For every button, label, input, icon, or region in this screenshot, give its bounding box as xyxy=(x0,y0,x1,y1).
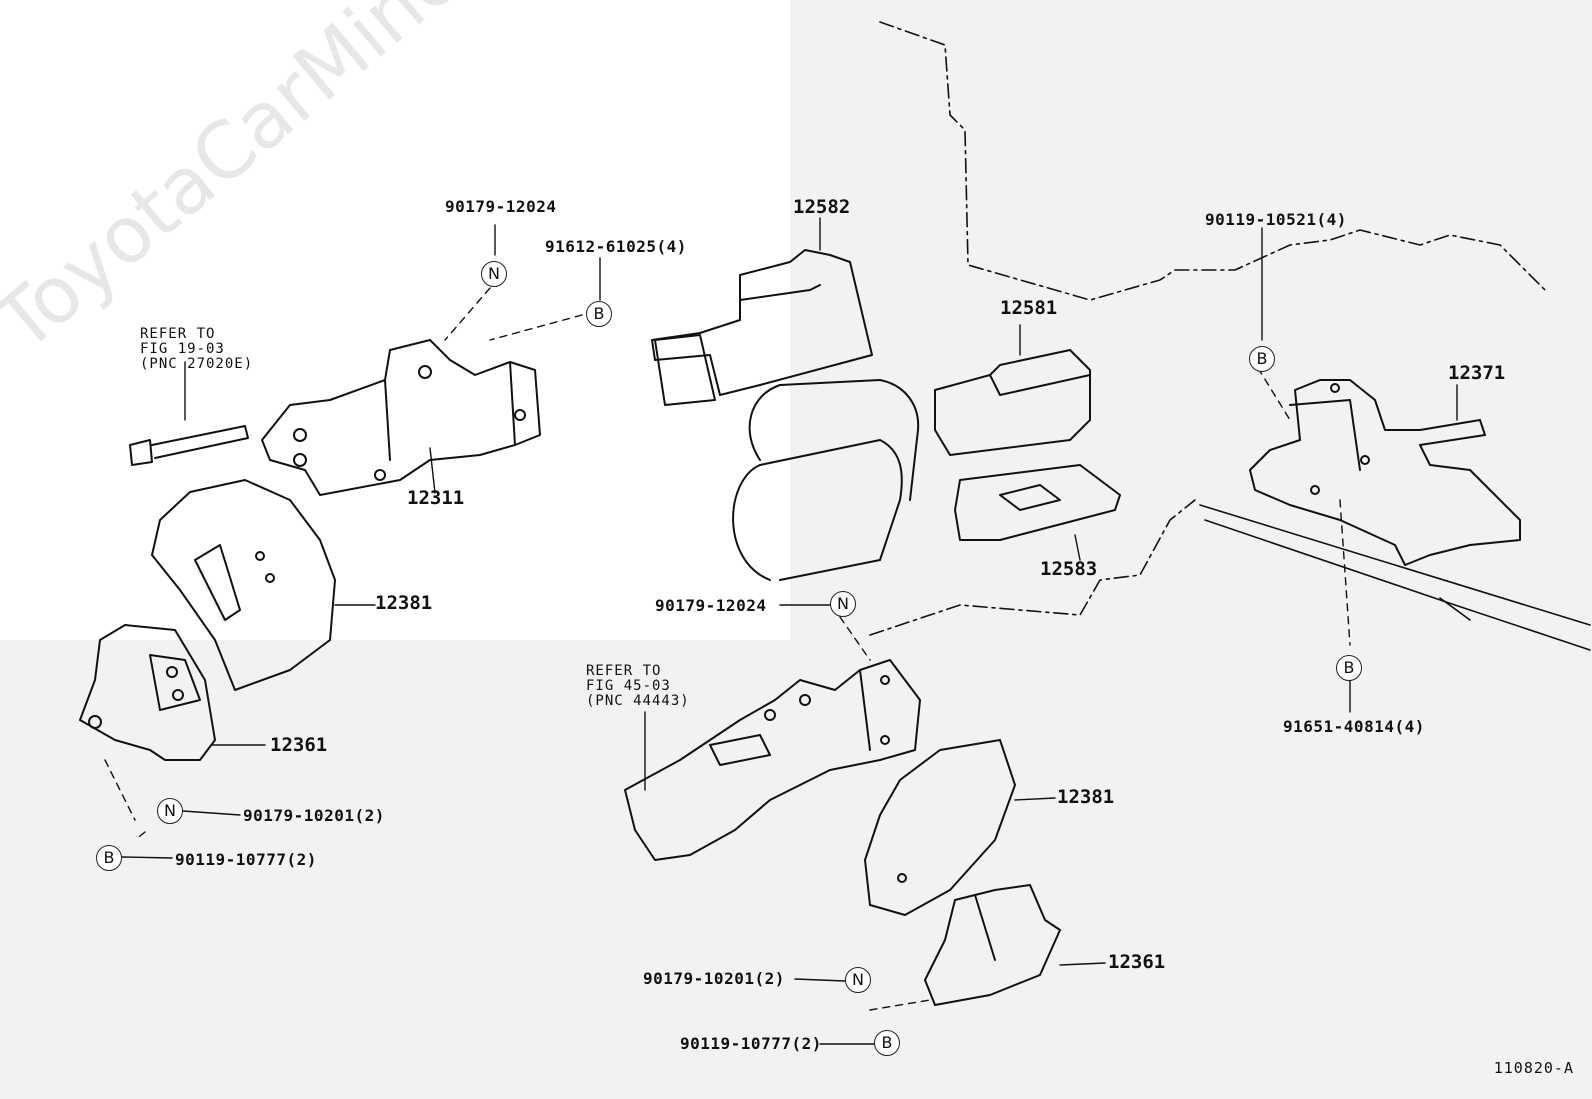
bolt-badge-b-right-bottom: B xyxy=(1336,655,1362,681)
bolt-low-label-center: 90119-10777(2) xyxy=(680,1034,822,1053)
bolt-badge-b-right-top: B xyxy=(1249,346,1275,372)
leader-lines xyxy=(121,217,1458,1045)
bolt-b-label-left: 91612-61025(4) xyxy=(545,237,687,256)
mount-12361-center-drawing xyxy=(924,884,1061,1006)
insulator-12582-drawing xyxy=(651,249,873,406)
nut-mid-label-center: 90179-12024 xyxy=(655,596,767,615)
part-number-12371: 12371 xyxy=(1448,362,1506,384)
nut-bottom-label-left: 90179-10201(2) xyxy=(243,806,385,825)
part-number-12581: 12581 xyxy=(1000,297,1058,319)
refer-note-center: REFER TO FIG 45-03 (PNC 44443) xyxy=(586,663,690,709)
mount-12361-left-drawing xyxy=(79,624,216,761)
insulator-12581-drawing xyxy=(934,349,1091,456)
nut-badge-n-left-top: N xyxy=(481,261,507,287)
engine-outline xyxy=(869,21,1546,636)
bolt-top-label-left: 90179-12024 xyxy=(445,197,557,216)
mount-12371-drawing xyxy=(1249,379,1521,566)
dashed-relation-lines xyxy=(104,287,1351,1011)
bolt-top-label-right: 90119-10521(4) xyxy=(1205,210,1347,229)
exhaust-pipes-drawing xyxy=(732,379,920,581)
nut-low-label-center: 90179-10201(2) xyxy=(643,969,785,988)
part-number-12381-left: 12381 xyxy=(375,592,433,614)
refer-note-left: REFER TO FIG 19-03 (PNC 27020E) xyxy=(140,326,254,372)
insulator-12583-drawing xyxy=(954,464,1121,541)
background-panel-right xyxy=(790,0,1592,1099)
heat-shield-12381-center-drawing xyxy=(864,739,1016,916)
bolt-badge-b-left-top: B xyxy=(586,301,612,327)
part-number-12361-center: 12361 xyxy=(1108,951,1166,973)
nut-badge-n-left-bottom: N xyxy=(157,798,183,824)
bolt-bottom-label-left: 90119-10777(2) xyxy=(175,850,317,869)
background-panel-bottom xyxy=(0,640,790,1099)
bracket-12311-drawing xyxy=(261,339,541,496)
frame-rail xyxy=(1199,504,1591,651)
bolt-27020e-drawing xyxy=(129,425,249,466)
part-number-12381-center: 12381 xyxy=(1057,786,1115,808)
nut-badge-n-center-mid: N xyxy=(830,591,856,617)
part-number-12361-left: 12361 xyxy=(270,734,328,756)
figure-id: 110820-A xyxy=(1493,1059,1574,1077)
part-number-12311: 12311 xyxy=(407,487,465,509)
heat-shield-12381-left-drawing xyxy=(151,479,336,691)
bracket-44443-drawing xyxy=(624,659,921,861)
part-number-12583: 12583 xyxy=(1040,558,1098,580)
nut-badge-n-center-low: N xyxy=(845,967,871,993)
bolt-bottom-label-right: 91651-40814(4) xyxy=(1283,717,1425,736)
bolt-badge-b-left-bottom: B xyxy=(96,845,122,871)
part-number-12582: 12582 xyxy=(793,196,851,218)
bolt-badge-b-center-low: B xyxy=(874,1030,900,1056)
